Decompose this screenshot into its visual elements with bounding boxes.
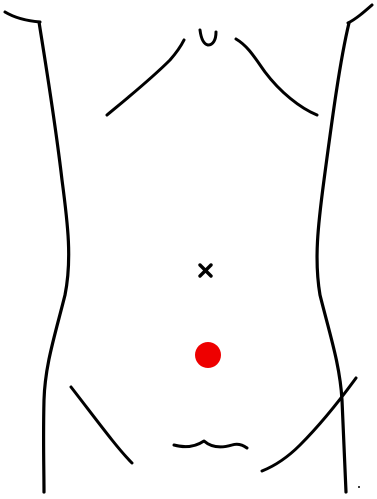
left-shoulder-line (5, 12, 40, 22)
sternal-notch (200, 30, 216, 45)
left-torso-outline (39, 22, 69, 492)
right-shoulder-line (348, 5, 372, 23)
cross-icon (200, 265, 211, 276)
highlighted-site-dot (195, 342, 221, 368)
speck (358, 486, 360, 488)
pubic-line (174, 441, 247, 448)
left-rib-arch (107, 40, 184, 115)
left-inguinal-line (71, 387, 132, 463)
right-rib-arch (236, 39, 317, 115)
